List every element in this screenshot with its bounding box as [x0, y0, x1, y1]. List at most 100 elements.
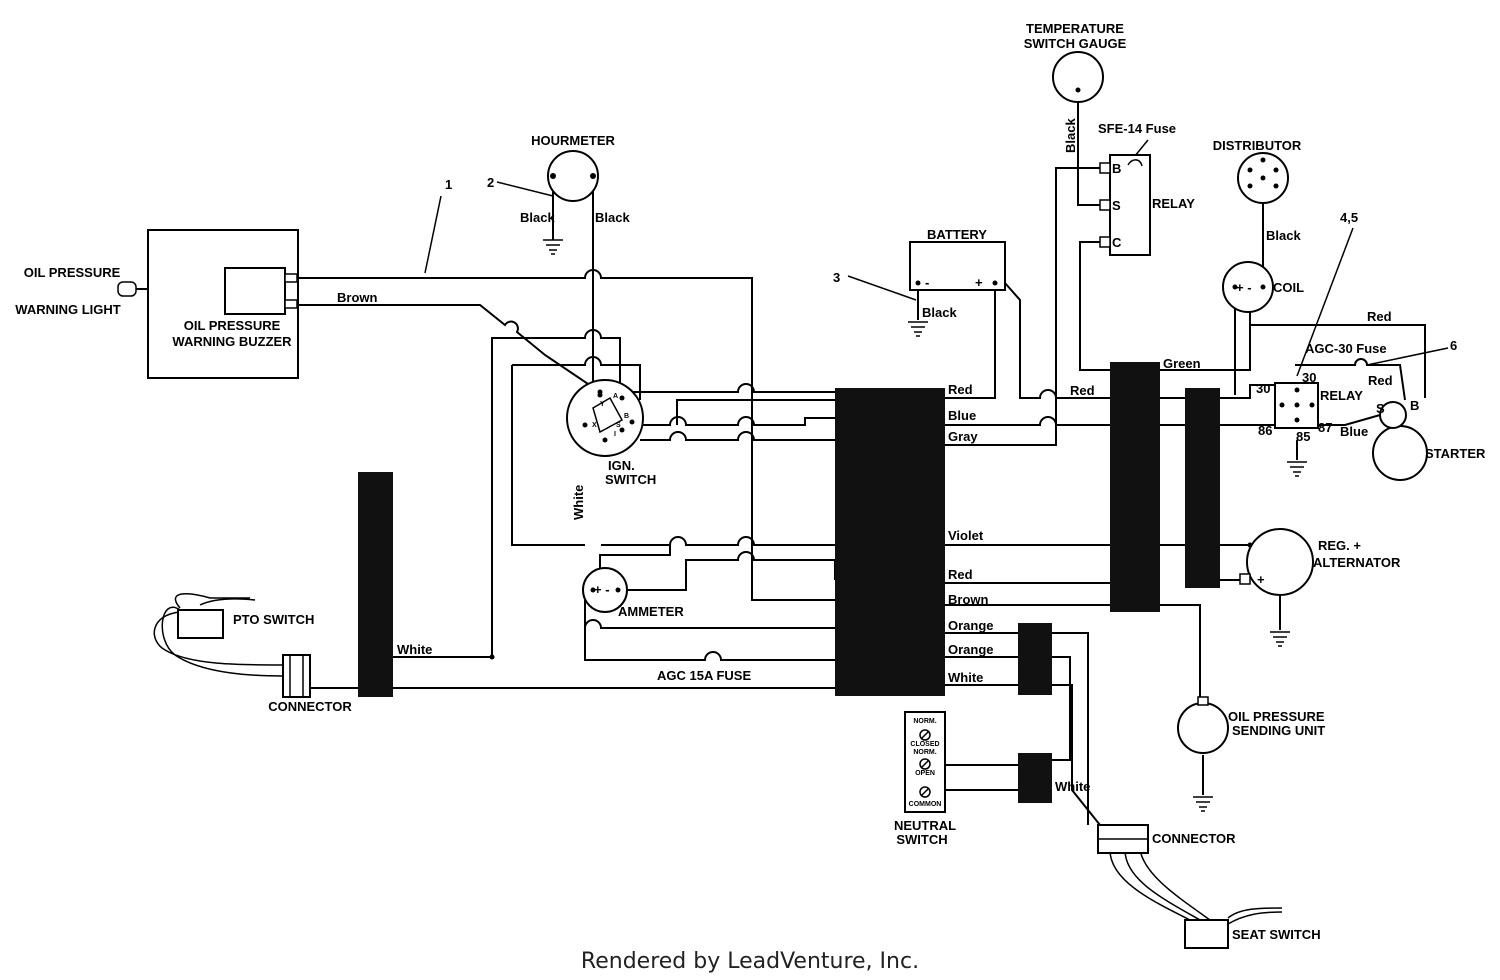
label-ign-1: IGN.: [608, 458, 635, 473]
label-relay-87: 87: [1318, 420, 1332, 435]
wire-relay-red-top: Red: [1367, 309, 1392, 324]
label-battery-plus: +: [975, 275, 983, 290]
label-coil: COIL: [1273, 280, 1304, 295]
harness-block-right-1: [1110, 362, 1160, 612]
harness-block-left: [358, 472, 393, 697]
ground-icon: [908, 321, 928, 337]
wire-hour-left: Black: [520, 210, 555, 225]
label-buzzer-1: OIL PRESSURE: [184, 318, 281, 333]
label-ign-i: I: [614, 431, 616, 438]
label-relay-mid: RELAY: [1320, 388, 1363, 403]
label-ign-y: Y: [600, 401, 605, 408]
callout-1: 1: [445, 177, 452, 192]
connector-left: [282, 654, 311, 698]
ground-icon: [1193, 796, 1213, 812]
label-ign-x: X: [592, 422, 597, 429]
label-temp-gauge-2: SWITCH GAUGE: [1024, 36, 1127, 51]
label-ns-closed: CLOSED: [910, 741, 939, 748]
label-temp-gauge-1: TEMPERATURE: [1026, 21, 1124, 36]
label-coil-sign: + -: [1236, 280, 1252, 295]
relay-top: [1109, 154, 1151, 256]
harness-block-right-2: [1185, 388, 1220, 588]
label-oil-send-1: OIL PRESSURE: [1228, 709, 1325, 724]
wire-block-gray: Gray: [948, 429, 978, 444]
wire-white-seat: White: [1055, 779, 1090, 794]
label-pto: PTO SWITCH: [233, 612, 314, 627]
label-ns-open: OPEN: [915, 770, 935, 777]
components: [117, 51, 1428, 949]
label-ign-a: A: [613, 393, 618, 400]
label-starter-b: B: [1410, 398, 1419, 413]
label-relay-top-s: S: [1112, 198, 1121, 213]
ignition-coil: [1222, 261, 1274, 313]
wire-white-pto: White: [397, 642, 432, 657]
label-ign-s: S: [616, 422, 621, 429]
label-alt-1: REG. +: [1318, 538, 1361, 553]
starter-solenoid: [1379, 401, 1407, 429]
wire-battery: Black: [922, 305, 957, 320]
wire-block-violet: Violet: [948, 528, 984, 543]
starter-motor: [1372, 425, 1428, 481]
harness-block-white: [1018, 753, 1052, 803]
pto-switch[interactable]: [177, 609, 224, 639]
alternator: [1246, 528, 1314, 596]
wires: [153, 90, 1449, 925]
label-buzzer-2: WARNING BUZZER: [172, 334, 292, 349]
label-relay-30a: 30: [1256, 381, 1270, 396]
wire-buzzer: Brown: [337, 290, 378, 305]
label-relay-top-b: B: [1112, 161, 1121, 176]
wire-color-labels: Black Black Black Black Black Brown Whit…: [337, 118, 1393, 794]
ignition-switch[interactable]: [566, 379, 644, 457]
label-starter-s: S: [1376, 401, 1385, 416]
label-oil-light-1: OIL PRESSURE: [24, 265, 121, 280]
label-battery: BATTERY: [927, 227, 987, 242]
wire-mid-red: Red: [1070, 383, 1095, 398]
wire-white-vertical: White: [571, 485, 586, 520]
wire-block-brown: Brown: [948, 592, 989, 607]
label-connector-left: CONNECTOR: [268, 699, 352, 714]
wire-block-orange-1: Orange: [948, 618, 994, 633]
footer-credit: Rendered by LeadVenture, Inc.: [581, 949, 919, 974]
label-distributor: DISTRIBUTOR: [1213, 138, 1302, 153]
label-ign-2: SWITCH: [605, 472, 656, 487]
label-agc30: AGC-30 Fuse: [1305, 341, 1387, 356]
temperature-gauge: [1052, 51, 1104, 103]
oil-pressure-buzzer: [224, 267, 286, 315]
label-neutral-2: SWITCH: [896, 832, 947, 847]
label-agc15: AGC 15A FUSE: [657, 668, 751, 683]
callout-6: 6: [1450, 338, 1457, 353]
label-relay-86: 86: [1258, 423, 1272, 438]
callout-labels: 1 2 3 4,5 6: [445, 175, 1457, 353]
label-relay-85: 85: [1296, 429, 1310, 444]
warning-light-icon: [117, 281, 148, 297]
battery-box: [909, 241, 1006, 291]
label-ammeter-sign: + -: [594, 582, 610, 597]
seat-switch[interactable]: [1184, 919, 1229, 949]
harness-block-orange: [1018, 623, 1052, 695]
label-ns-norm2: NORM.: [913, 749, 936, 756]
wire-relay-red: Red: [1368, 373, 1393, 388]
label-relay-top-c: C: [1112, 235, 1122, 250]
label-connector-right: CONNECTOR: [1152, 831, 1236, 846]
wire-temp: Black: [1063, 118, 1078, 153]
label-battery-minus: -: [925, 275, 929, 290]
wire-block-white: White: [948, 670, 983, 685]
wire-hour-right: Black: [595, 210, 630, 225]
label-ammeter: AMMETER: [618, 604, 684, 619]
harness-block-main: [835, 388, 945, 696]
callout-2: 2: [487, 175, 494, 190]
label-ns-norm1: NORM.: [913, 718, 936, 725]
wire-block-red-1: Red: [948, 382, 973, 397]
ammeter-gauge: [582, 567, 628, 613]
oil-pressure-sending-unit: [1177, 702, 1229, 754]
label-ns-common: COMMON: [909, 801, 942, 808]
label-hourmeter: HOURMETER: [531, 133, 615, 148]
label-seat-switch: SEAT SWITCH: [1232, 927, 1321, 942]
label-neutral-1: NEUTRAL: [894, 818, 956, 833]
label-oil-send-2: SENDING UNIT: [1232, 723, 1325, 738]
wire-dist: Black: [1266, 228, 1301, 243]
label-oil-light-2: WARNING LIGHT: [15, 302, 120, 317]
label-relay-top: RELAY: [1152, 196, 1195, 211]
label-relay-30b: 30: [1302, 370, 1316, 385]
